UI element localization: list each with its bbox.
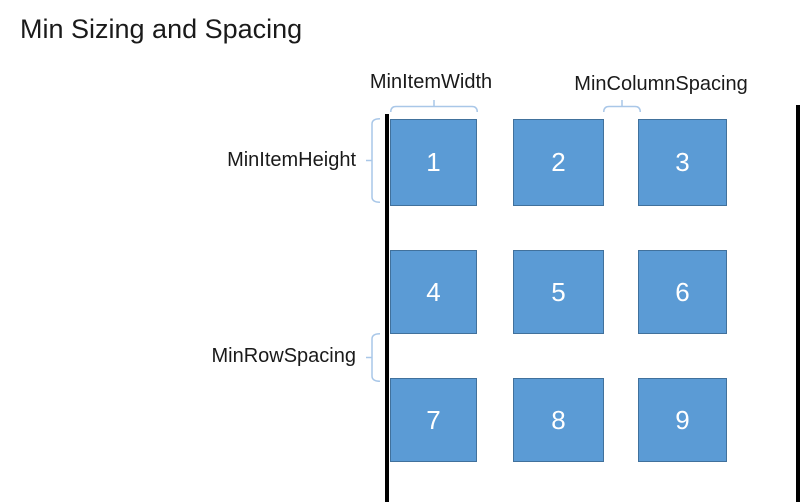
- grid-item-4: 4: [390, 250, 477, 334]
- min-item-width-label: MinItemWidth: [369, 71, 493, 93]
- min-item-height-brace-icon: [365, 118, 381, 203]
- grid-item-3: 3: [638, 119, 727, 206]
- right-boundary-line: [796, 105, 800, 502]
- grid-item-1: 1: [390, 119, 477, 206]
- grid-item-9: 9: [638, 378, 727, 462]
- diagram-title: Min Sizing and Spacing: [20, 14, 303, 44]
- min-row-spacing-brace-icon: [365, 333, 381, 382]
- left-boundary-line: [385, 114, 389, 502]
- min-item-width-brace-icon: [390, 99, 478, 113]
- grid-item-6: 6: [638, 250, 727, 334]
- grid-item-8: 8: [513, 378, 604, 462]
- grid-item-7: 7: [390, 378, 477, 462]
- min-column-spacing-label: MinColumnSpacing: [574, 73, 748, 95]
- min-item-height-label: MinItemHeight: [227, 149, 356, 171]
- grid-item-5: 5: [513, 250, 604, 334]
- min-column-spacing-brace-icon: [603, 99, 641, 113]
- grid-item-2: 2: [513, 119, 604, 206]
- min-row-spacing-label: MinRowSpacing: [211, 345, 356, 367]
